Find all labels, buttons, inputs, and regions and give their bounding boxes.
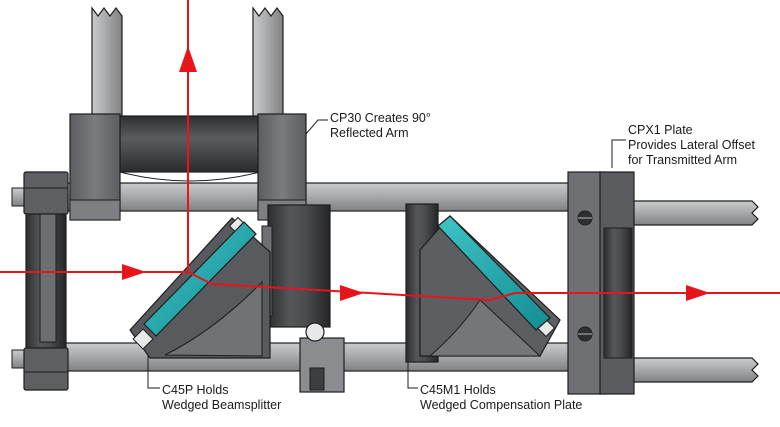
- c45m1-leader: [407, 362, 418, 389]
- callout-labels: CP30 Creates 90° Reflected Arm CPX1 Plat…: [162, 111, 755, 412]
- right-lower-rod: [629, 357, 759, 383]
- c45m1-label-line1: C45M1 Holds: [420, 383, 496, 397]
- cp30-cage-plate: [69, 113, 307, 221]
- c45m1-mount: [405, 203, 561, 363]
- transmitted-beam: [187, 271, 780, 302]
- c45p-label-line2: Wedged Beamsplitter: [162, 398, 281, 412]
- beam-arrows: [122, 46, 710, 301]
- cpx1-label-line2: Provides Lateral Offset: [628, 138, 755, 152]
- cp30-label-line1: CP30 Creates 90°: [330, 111, 431, 125]
- input-beam-arrow: [122, 264, 146, 280]
- cpx1-cage-plate: [567, 171, 635, 395]
- laser-beam-paths: [0, 0, 780, 302]
- left-mount-ring: [23, 171, 69, 391]
- vertical-rod-left: [91, 6, 123, 121]
- reflected-beam-arrow: [179, 46, 197, 72]
- cpx1-leader: [611, 139, 626, 168]
- callout-leaders: [147, 119, 626, 389]
- transmitted-beam-arrow-2: [686, 285, 710, 301]
- cpx1-label-line3: for Transmitted Arm: [628, 153, 737, 167]
- post-knob: [305, 322, 325, 342]
- right-upper-rod: [629, 200, 759, 226]
- c45m1-label-line2: Wedged Compensation Plate: [420, 398, 582, 412]
- cage-rods: [11, 182, 759, 383]
- c45p-label-line1: C45P Holds: [162, 383, 228, 397]
- cp30-leader: [305, 119, 328, 135]
- vertical-rods: [91, 6, 284, 121]
- cpx1-label-line1: CPX1 Plate: [628, 123, 693, 137]
- cp30-label-line2: Reflected Arm: [330, 126, 409, 140]
- vertical-rod-right: [252, 6, 284, 121]
- transmitted-beam-arrow-1: [340, 285, 364, 301]
- c45p-leader: [147, 356, 160, 389]
